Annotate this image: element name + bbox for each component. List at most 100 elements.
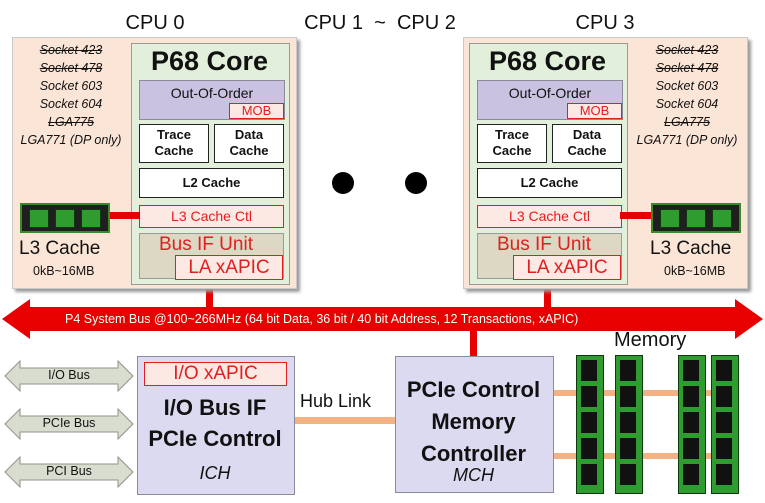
memory-chip xyxy=(620,438,636,459)
socket-item: Socket 604 xyxy=(39,97,103,111)
l3-chip xyxy=(686,209,706,228)
mch-line-2: Memory xyxy=(431,409,516,434)
data-cache-label-1: Data xyxy=(234,127,264,142)
ellipsis-dot xyxy=(405,172,427,194)
memory-chip xyxy=(716,360,732,381)
memory-label: Memory xyxy=(614,329,687,351)
socket-item: Socket 603 xyxy=(39,79,103,93)
mch-box xyxy=(395,356,554,493)
system-bus-arrow xyxy=(2,299,763,339)
pci-bus-arrow xyxy=(4,456,134,488)
memory-chip xyxy=(716,412,732,433)
pci-bus-label: PCI Bus xyxy=(46,464,92,478)
cpu3-mob: MOB xyxy=(567,103,622,119)
socket-item: Socket 478 xyxy=(39,61,103,75)
out-of-order-label: Out-Of-Order xyxy=(170,85,254,101)
socket-item: LGA771 (DP only) xyxy=(636,133,738,147)
socket-item: LGA771 (DP only) xyxy=(20,133,122,147)
memory-chip xyxy=(716,438,732,459)
cpu3-l3-label: L3 Cache xyxy=(650,238,732,259)
cpu0-la-xapic: LA xAPIC xyxy=(175,255,283,280)
socket-item: Socket 478 xyxy=(655,61,719,75)
mch-bus-connector xyxy=(470,330,477,358)
io-bus-arrow xyxy=(4,360,134,392)
hub-link-line xyxy=(293,417,396,424)
memory-chip xyxy=(581,360,597,381)
memory-chip xyxy=(620,386,636,407)
cpu0-title: CPU 0 xyxy=(125,12,185,34)
cpu3-l3-size: 0kB~16MB xyxy=(664,264,726,278)
cpu3-socket-list: Socket 423 Socket 478 Socket 603 Socket … xyxy=(630,41,744,149)
ellipsis-dot xyxy=(332,172,354,194)
cpu3-l3-cache-ctl: L3 Cache Ctl xyxy=(477,205,622,228)
cpu3-data-cache: Data Cache xyxy=(552,124,622,163)
socket-item: Socket 604 xyxy=(655,97,719,111)
l3-chip xyxy=(55,209,75,228)
cpu0-trace-cache: Trace Cache xyxy=(139,124,209,163)
cpu-range-title: CPU 1 ~ CPU 2 xyxy=(304,12,456,34)
memory-chip xyxy=(620,360,636,381)
memory-chip xyxy=(683,438,699,459)
memory-chip xyxy=(581,438,597,459)
memory-chip xyxy=(683,386,699,407)
trace-cache-label-2: Cache xyxy=(492,143,532,158)
cpu0-l3-label: L3 Cache xyxy=(19,238,101,259)
data-cache-label-2: Cache xyxy=(567,143,607,158)
trace-cache-label-1: Trace xyxy=(495,127,529,142)
cpu3-l2-cache: L2 Cache xyxy=(477,168,622,198)
cpu0-data-cache: Data Cache xyxy=(214,124,284,163)
pcie-bus-arrow xyxy=(4,408,134,440)
bus-if-label: Bus IF Unit xyxy=(497,234,591,255)
mch-line-3: Controller xyxy=(420,441,527,466)
system-bus-label: P4 System Bus @100~266MHz (64 bit Data, … xyxy=(65,312,579,326)
socket-item: LGA775 xyxy=(664,115,710,129)
trace-cache-label-2: Cache xyxy=(154,143,194,158)
cpu0-l3-link xyxy=(108,212,140,219)
ich-name: ICH xyxy=(199,463,231,483)
cpu3-l3-link xyxy=(620,212,652,219)
pcie-bus-label: PCIe Bus xyxy=(42,416,96,430)
memory-chip xyxy=(620,412,636,433)
memory-chip xyxy=(716,464,732,485)
memory-chip xyxy=(683,360,699,381)
socket-item: LGA775 xyxy=(48,115,94,129)
hub-link-label: Hub Link xyxy=(300,391,372,411)
io-bus-label: I/O Bus xyxy=(48,368,90,382)
mch-name: MCH xyxy=(453,465,494,485)
mch-line-1: PCIe Control xyxy=(406,377,541,402)
memory-chip xyxy=(581,412,597,433)
socket-item: Socket 423 xyxy=(655,43,719,57)
cpu3-trace-cache: Trace Cache xyxy=(477,124,547,163)
memory-chip xyxy=(620,464,636,485)
io-xapic: I/O xAPIC xyxy=(144,362,287,386)
memory-chip xyxy=(683,464,699,485)
cpu0-mob: MOB xyxy=(229,103,284,119)
memory-chip xyxy=(581,386,597,407)
ich-line-2: PCIe Control xyxy=(148,426,282,451)
cpu0-l3-size: 0kB~16MB xyxy=(33,264,95,278)
l3-chip xyxy=(712,209,732,228)
l3-chip xyxy=(660,209,680,228)
cpu0-l3-cache-ctl: L3 Cache Ctl xyxy=(139,205,284,228)
cpu0-socket-list: Socket 423 Socket 478 Socket 603 Socket … xyxy=(14,41,128,149)
l3-chip xyxy=(29,209,49,228)
trace-cache-label-1: Trace xyxy=(157,127,191,142)
socket-item: Socket 603 xyxy=(655,79,719,93)
data-cache-label-2: Cache xyxy=(229,143,269,158)
cpu3-title: CPU 3 xyxy=(575,12,635,34)
ich-line-1: I/O Bus IF xyxy=(163,395,267,420)
bus-if-label: Bus IF Unit xyxy=(159,234,253,255)
cpu3-bus-connector xyxy=(544,278,551,310)
cpu3-la-xapic: LA xAPIC xyxy=(513,255,621,280)
cpu3-core-title: P68 Core xyxy=(488,46,607,76)
cpu0-l2-cache: L2 Cache xyxy=(139,168,284,198)
l3-chip xyxy=(81,209,101,228)
cpu0-l3-module xyxy=(20,203,110,233)
memory-chip xyxy=(683,412,699,433)
socket-item: Socket 423 xyxy=(39,43,103,57)
out-of-order-label: Out-Of-Order xyxy=(508,85,592,101)
memory-chip xyxy=(581,464,597,485)
data-cache-label-1: Data xyxy=(572,127,602,142)
cpu0-bus-connector xyxy=(206,278,213,310)
cpu3-l3-module xyxy=(651,203,741,233)
